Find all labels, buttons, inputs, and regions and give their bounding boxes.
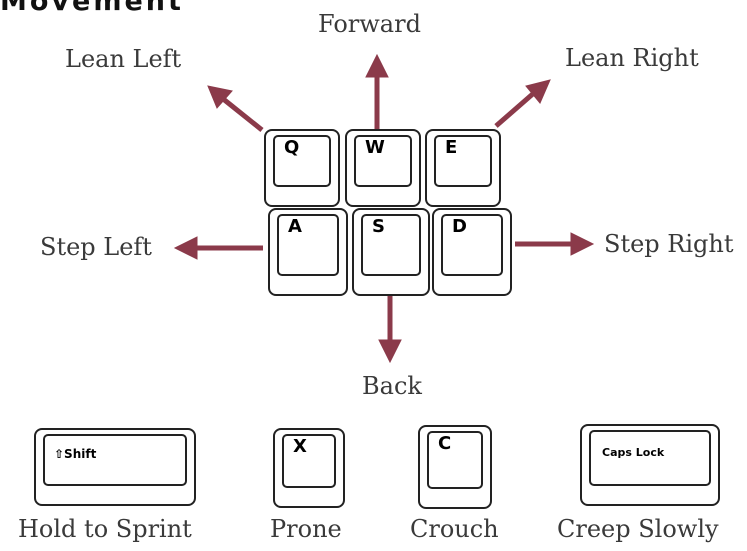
label-step-left: Step Left xyxy=(40,233,152,261)
arrow-forward xyxy=(365,53,389,130)
section-title: Movement xyxy=(0,0,184,17)
key-w: W xyxy=(345,129,421,207)
key-shift-label: ⇧Shift xyxy=(54,447,97,461)
key-c: C xyxy=(418,425,492,509)
key-x-label: X xyxy=(293,436,307,457)
label-hold-to-sprint: Hold to Sprint xyxy=(18,515,192,543)
label-forward: Forward xyxy=(318,10,421,38)
arrow-step-right xyxy=(515,232,595,256)
key-s-label: S xyxy=(372,216,385,237)
key-e-label: E xyxy=(445,137,458,158)
key-x: X xyxy=(273,428,345,508)
label-lean-right: Lean Right xyxy=(565,44,699,72)
arrow-lean-right xyxy=(494,79,551,128)
key-q-label: Q xyxy=(284,137,300,158)
arrow-step-left xyxy=(173,236,263,260)
label-prone: Prone xyxy=(270,515,342,543)
label-lean-left: Lean Left xyxy=(65,45,182,73)
label-crouch: Crouch xyxy=(410,515,499,543)
key-q: Q xyxy=(264,129,340,207)
label-step-right: Step Right xyxy=(604,230,734,258)
key-c-label: C xyxy=(438,433,452,454)
key-caps-lock-label: Caps Lock xyxy=(602,446,665,459)
key-d: D xyxy=(432,208,512,296)
label-back: Back xyxy=(362,372,422,400)
key-shift: ⇧Shift xyxy=(34,428,196,506)
arrow-lean-left xyxy=(207,85,264,132)
key-a: A xyxy=(268,208,348,296)
arrow-back xyxy=(378,296,402,364)
key-w-label: W xyxy=(365,137,385,158)
key-s: S xyxy=(352,208,430,296)
key-e: E xyxy=(425,129,501,207)
key-d-label: D xyxy=(452,216,467,237)
key-caps-lock: Caps Lock xyxy=(580,424,720,506)
label-creep-slowly: Creep Slowly xyxy=(557,515,719,543)
key-a-label: A xyxy=(288,216,302,237)
